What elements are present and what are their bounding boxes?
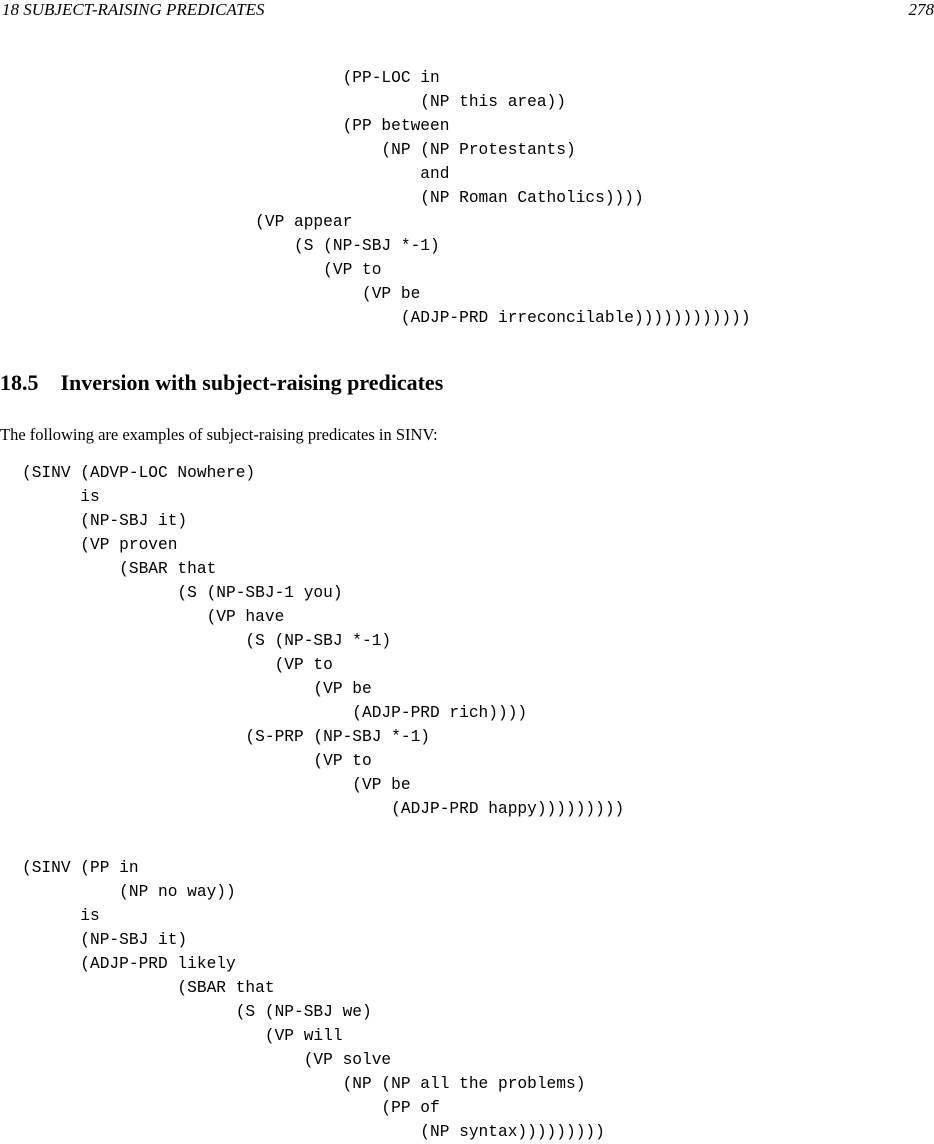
tree-line: (ADJP-PRD irreconcilable)))))))))))) bbox=[22, 306, 751, 330]
tree-line: (VP appear bbox=[22, 210, 751, 234]
tree-line: (NP syntax))))))))) bbox=[22, 1120, 605, 1144]
section-title: Inversion with subject-raising predicate… bbox=[61, 370, 444, 395]
tree-example-1: (SINV (ADVP-LOC Nowhere) is (NP-SBJ it) … bbox=[22, 461, 624, 821]
tree-line: (VP be bbox=[22, 282, 751, 306]
tree-line: (VP have bbox=[22, 605, 624, 629]
section-heading: 18.5 Inversion with subject-raising pred… bbox=[0, 370, 443, 396]
tree-line: (NP this area)) bbox=[22, 90, 751, 114]
running-header: 18 SUBJECT-RAISING PREDICATES 278 bbox=[0, 0, 934, 24]
tree-line: (S (NP-SBJ *-1) bbox=[22, 234, 751, 258]
tree-line: (VP to bbox=[22, 653, 624, 677]
tree-line: (SINV (ADVP-LOC Nowhere) bbox=[22, 461, 624, 485]
tree-line: (VP be bbox=[22, 773, 624, 797]
tree-line: (S (NP-SBJ *-1) bbox=[22, 629, 624, 653]
tree-line: (NP no way)) bbox=[22, 880, 605, 904]
tree-line: (ADJP-PRD rich)))) bbox=[22, 701, 624, 725]
tree-example-2: (SINV (PP in (NP no way)) is (NP-SBJ it)… bbox=[22, 856, 605, 1144]
running-title: 18 SUBJECT-RAISING PREDICATES bbox=[2, 0, 265, 20]
tree-line: is bbox=[22, 904, 605, 928]
tree-line: (NP (NP Protestants) bbox=[22, 138, 751, 162]
tree-line: (VP to bbox=[22, 749, 624, 773]
tree-line: (S (NP-SBJ-1 you) bbox=[22, 581, 624, 605]
tree-line: (VP be bbox=[22, 677, 624, 701]
top-tree-example: (PP-LOC in (NP this area)) (PP between (… bbox=[22, 66, 751, 330]
tree-line: (S-PRP (NP-SBJ *-1) bbox=[22, 725, 624, 749]
tree-line: (PP between bbox=[22, 114, 751, 138]
tree-line: is bbox=[22, 485, 624, 509]
tree-line: (ADJP-PRD happy))))))))) bbox=[22, 797, 624, 821]
tree-line: and bbox=[22, 162, 751, 186]
tree-line: (VP proven bbox=[22, 533, 624, 557]
tree-line: (VP to bbox=[22, 258, 751, 282]
tree-line: (PP-LOC in bbox=[22, 66, 751, 90]
tree-line: (NP-SBJ it) bbox=[22, 509, 624, 533]
tree-line: (SBAR that bbox=[22, 557, 624, 581]
tree-line: (SBAR that bbox=[22, 976, 605, 1000]
tree-line: (S (NP-SBJ we) bbox=[22, 1000, 605, 1024]
intro-paragraph: The following are examples of subject-ra… bbox=[0, 425, 438, 445]
tree-line: (SINV (PP in bbox=[22, 856, 605, 880]
tree-line: (NP Roman Catholics)))) bbox=[22, 186, 751, 210]
section-number: 18.5 bbox=[0, 370, 39, 395]
tree-line: (NP (NP all the problems) bbox=[22, 1072, 605, 1096]
tree-line: (VP will bbox=[22, 1024, 605, 1048]
tree-line: (VP solve bbox=[22, 1048, 605, 1072]
tree-line: (NP-SBJ it) bbox=[22, 928, 605, 952]
tree-line: (PP of bbox=[22, 1096, 605, 1120]
page-number: 278 bbox=[909, 0, 934, 20]
tree-line: (ADJP-PRD likely bbox=[22, 952, 605, 976]
